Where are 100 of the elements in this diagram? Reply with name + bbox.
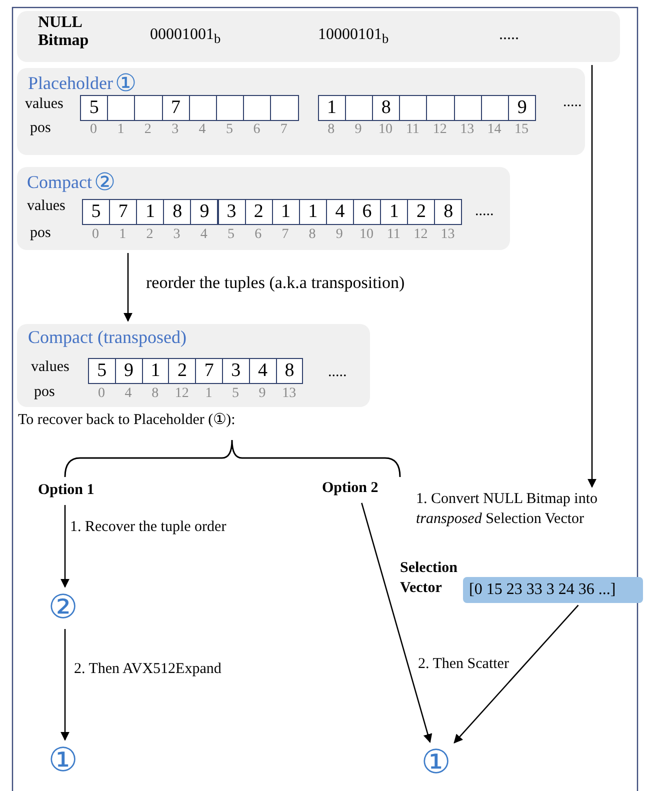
position-index: 10 [378, 122, 394, 138]
position-index: 10 [358, 227, 374, 243]
edge-label: 2. Then AVX512Expand [74, 661, 222, 678]
value-cell: 3 [222, 358, 250, 384]
position-index: 8 [308, 227, 317, 243]
arrow [588, 65, 596, 488]
position-index: 6 [254, 227, 263, 243]
position-index: 7 [280, 227, 290, 243]
array-panel [17, 324, 370, 407]
position-index: 13 [459, 122, 476, 138]
position-index: 11 [386, 227, 402, 243]
arrow [60, 629, 70, 741]
value-cell: 8 [163, 199, 192, 225]
value-cell: 8 [372, 95, 400, 121]
position-index: 5 [225, 122, 234, 138]
position-index: 7 [279, 122, 288, 138]
value-cell: 3 [218, 199, 246, 225]
position-index: 2 [145, 227, 154, 243]
circled-number: ① [114, 71, 136, 95]
row-label: values [27, 198, 66, 214]
position-index: 15 [514, 122, 530, 138]
arrow [361, 502, 432, 743]
note-text: To recover back to Placeholder (①): [18, 412, 236, 428]
circled-number: ① [46, 743, 80, 779]
position-index: 12 [432, 122, 448, 138]
circled-number: ① [419, 745, 453, 781]
value-cell: 6 [353, 199, 382, 225]
position-index: 12 [412, 227, 429, 243]
value-cell: 2 [168, 358, 196, 384]
box-caption: Selection Vector [400, 559, 458, 598]
circled-number: ② [46, 590, 80, 626]
position-index: 6 [252, 122, 262, 138]
arrow [454, 604, 579, 744]
arrow [60, 505, 70, 588]
position-index: 8 [150, 386, 160, 402]
position-index: 1 [118, 227, 128, 243]
position-index: 9 [354, 122, 363, 138]
row-label: pos [30, 120, 51, 136]
option-label: Option 2 [322, 480, 394, 500]
position-index: 9 [334, 227, 344, 243]
value-cell: 9 [508, 95, 536, 121]
value-cell: 8 [276, 358, 304, 384]
position-index: 1 [116, 122, 126, 138]
selection-vector-box: [0 15 23 33 3 24 36 ...] [463, 577, 643, 603]
value-cell: 8 [434, 199, 462, 225]
position-index: 5 [226, 227, 236, 243]
array-panel [17, 167, 510, 250]
value-cell: 1 [142, 358, 170, 384]
position-index: 3 [172, 227, 182, 243]
position-index: 13 [281, 386, 298, 402]
layout-heading: Placeholder [28, 72, 113, 94]
row-label: pos [30, 225, 51, 242]
row-label: values [25, 96, 64, 112]
value-cell: 4 [326, 199, 354, 225]
value-cell: 2 [244, 199, 273, 225]
value-cell: 1 [298, 199, 327, 225]
option-label: Option 1 [38, 482, 108, 502]
value-cell: 1 [380, 199, 408, 225]
value-cell: 5 [88, 358, 116, 384]
value-cell: 1 [136, 199, 164, 225]
layout-heading: Compact (transposed) [28, 327, 186, 348]
value-cell: 2 [407, 199, 436, 225]
ellipsis: ..... [499, 26, 519, 44]
position-index: 0 [91, 227, 100, 243]
value-cell: 7 [195, 358, 223, 384]
value-cell: 5 [82, 199, 110, 225]
value-cell: 1 [272, 199, 300, 225]
value-cell: 7 [109, 199, 138, 225]
value-cell: 5 [80, 95, 108, 121]
position-index: 2 [143, 122, 152, 138]
position-index: 5 [231, 386, 240, 402]
position-index: 12 [174, 386, 190, 402]
position-index: 0 [89, 122, 98, 138]
edge-label: reorder the tuples (a.k.a transposition) [146, 274, 405, 293]
position-index: 3 [170, 122, 180, 138]
ellipsis: ..... [328, 364, 347, 380]
value-cell: 9 [190, 199, 218, 225]
value-cell: 7 [162, 95, 190, 121]
row-label: values [31, 359, 70, 376]
position-index: 14 [486, 122, 502, 138]
ellipsis: ..... [475, 203, 494, 220]
bitmap-title: NULL Bitmap [38, 14, 90, 50]
position-index: 0 [97, 386, 106, 402]
value-cell: 1 [318, 95, 346, 121]
bit-pattern: 00001001$_{b}$ [150, 26, 221, 47]
position-index: 13 [440, 227, 456, 243]
row-label: pos [34, 384, 55, 400]
value-cell: 9 [114, 358, 143, 384]
arrow [124, 253, 132, 322]
array-panel [17, 68, 585, 155]
circled-number: ② [94, 170, 116, 194]
ellipsis: ..... [563, 94, 582, 110]
layout-heading: Compact [27, 172, 92, 192]
position-index: 8 [326, 122, 336, 138]
bit-pattern: 10000101$_{b}$ [318, 26, 389, 47]
position-index: 4 [199, 227, 208, 243]
value-cell: 4 [248, 358, 277, 384]
position-index: 4 [124, 386, 133, 402]
position-index: 11 [404, 122, 420, 138]
position-index: 1 [204, 386, 214, 402]
